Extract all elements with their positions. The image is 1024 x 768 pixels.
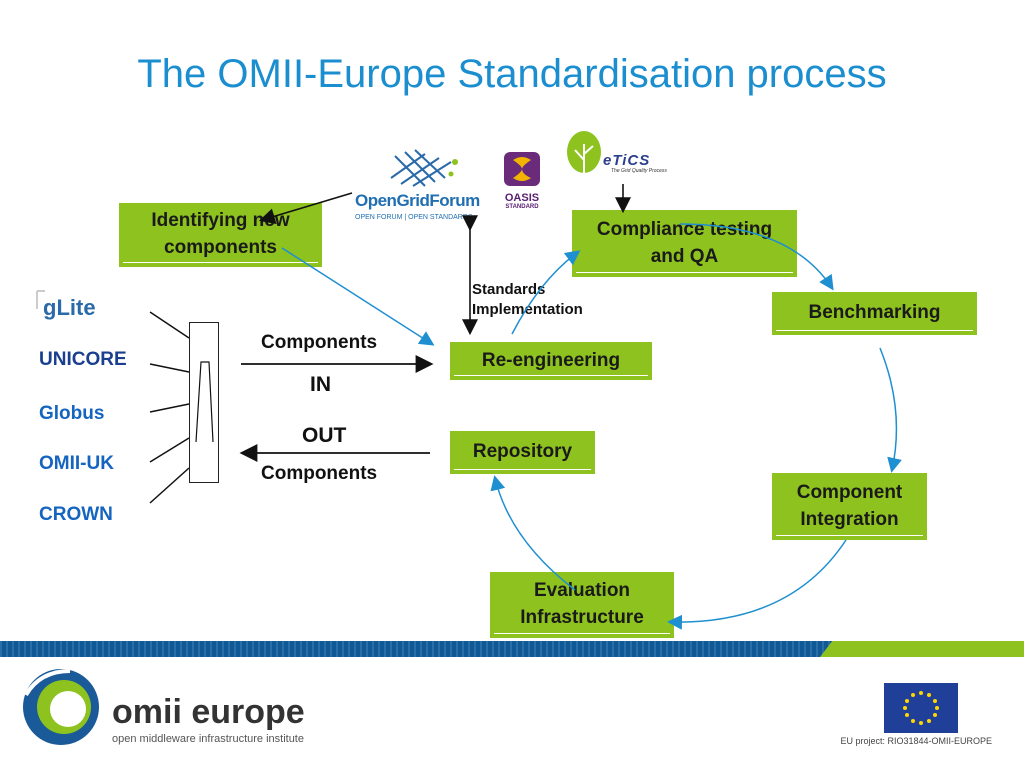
eu-stars-icon [903, 691, 939, 725]
glite-logo: gLite [35, 287, 107, 327]
components-out-label: Components [261, 463, 378, 484]
ogf-to-identifying-arrow [258, 192, 353, 224]
box-identifying-new-components: Identifying new components [119, 203, 322, 267]
box-identifying-label: Identifying new components [151, 210, 290, 258]
box-integration-label: Component Integration [796, 481, 903, 530]
funnel-box [189, 322, 219, 483]
process-cycle-arrows [281, 223, 902, 630]
box-compliance-testing: Compliance testing and QA [572, 210, 797, 277]
omii-swirl-icon [23, 669, 99, 745]
etics-sub: The Grid Quality Process [611, 168, 667, 174]
out-label: OUT [302, 424, 347, 447]
source-to-funnel-lines [149, 311, 190, 504]
ogf-sub: OPEN FORUM | OPEN STANDARDS [355, 214, 473, 221]
eu-project-caption: EU project: RIO31844-OMII-EUROPE [840, 736, 992, 746]
implementation-label: Implementation [472, 301, 583, 318]
slide-title: The OMII-Europe Standardisation process [137, 52, 887, 96]
omii-europe-wordmark: omii europe [112, 693, 305, 731]
source-globus: Globus [39, 403, 105, 424]
omii-europe-logo: omii europe open middleware infrastructu… [20, 665, 330, 755]
box-benchmarking-label: Benchmarking [808, 302, 941, 324]
box-reengineering-label: Re-engineering [481, 349, 621, 371]
footer-band [0, 641, 1024, 657]
box-repository: Repository [450, 431, 595, 474]
oasis-sub: STANDARD [505, 204, 539, 210]
footer-green-accent [820, 641, 1024, 657]
omii-europe-tagline: open middleware infrastructure institute [112, 733, 304, 745]
source-crown: CROWN [39, 504, 113, 525]
glite-label: gLite [43, 295, 96, 320]
box-repository-label: Repository [472, 441, 573, 463]
box-re-engineering: Re-engineering [450, 342, 652, 380]
oasis-emblem-icon [504, 152, 540, 186]
in-label: IN [310, 373, 331, 396]
oasis-logo: OASIS STANDARD [501, 152, 543, 212]
glite-logo-icon [36, 290, 45, 309]
box-component-integration: Component Integration [772, 473, 927, 540]
footer-band-texture [0, 641, 1024, 657]
ogf-grid-icon [390, 149, 458, 187]
box-evaluation-label: Evaluation Infrastructure [520, 580, 644, 628]
eu-flag [884, 683, 958, 733]
source-unicore: UNICORE [39, 349, 127, 370]
oasis-name: OASIS [504, 192, 540, 204]
components-in-label: Components [261, 332, 378, 353]
ogf-logo: OpenGridForum OPEN FORUM | OPEN STANDARD… [355, 148, 487, 222]
etics-logo: eTiCS The Grid Quality Process [565, 130, 669, 192]
etics-name: eTiCS [603, 152, 651, 169]
etics-tree-icon [567, 131, 601, 188]
box-compliance-label: Compliance testing and QA [596, 218, 773, 267]
funnel-inner-shape [195, 361, 214, 443]
box-benchmarking: Benchmarking [772, 292, 977, 335]
source-omii-uk: OMII-UK [39, 453, 114, 474]
box-evaluation-infrastructure: Evaluation Infrastructure [490, 572, 674, 638]
ogf-name: OpenGridForum [355, 191, 480, 210]
standards-label: Standards [472, 281, 546, 298]
